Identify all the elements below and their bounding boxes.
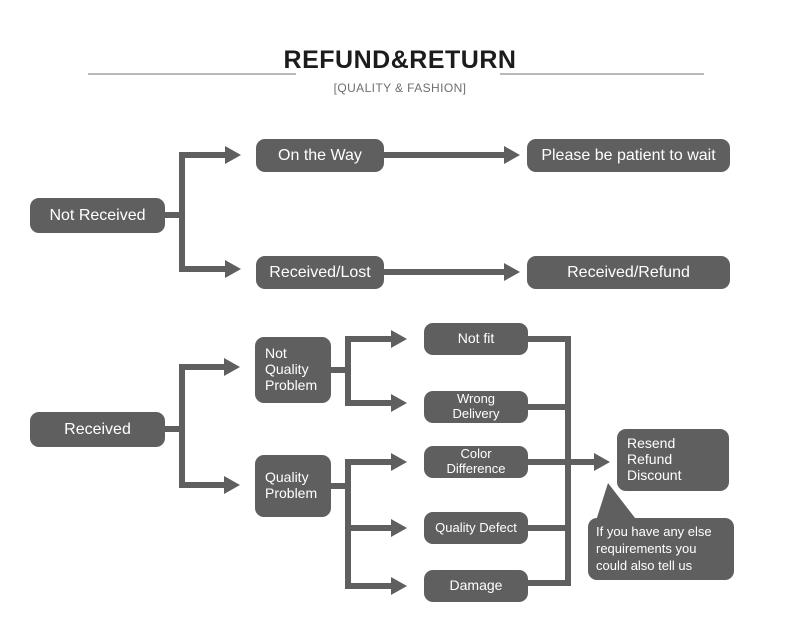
connector-quality-spine — [345, 459, 351, 583]
node-please-be-patient: Please be patient to wait — [527, 139, 730, 172]
callout-note: If you have any else requirements you co… — [588, 518, 734, 580]
arrowhead-to-quality-defect — [391, 519, 407, 537]
page-subtitle: [QUALITY & FASHION] — [333, 81, 467, 95]
connector-merge-wrong-delivery — [526, 404, 571, 410]
connector-received-stub — [163, 426, 185, 432]
connector-merge-quality-defect — [526, 525, 571, 531]
node-not-received: Not Received — [30, 198, 165, 233]
arrowhead-to-resolution — [594, 453, 610, 471]
connector-quality-arm-2 — [345, 525, 393, 531]
connector-quality-arm-1 — [345, 459, 393, 465]
arrowhead-to-damage — [391, 577, 407, 595]
arrowhead-to-wrong-delivery — [391, 394, 407, 412]
arrowhead-to-not-fit — [391, 330, 407, 348]
connector-not-quality-arm-1 — [345, 336, 393, 342]
arrowhead-to-on-the-way — [225, 146, 241, 164]
node-not-quality-problem: Not Quality Problem — [255, 337, 331, 403]
node-color-difference: Color Difference — [424, 446, 528, 478]
node-not-fit: Not fit — [424, 323, 528, 355]
node-on-the-way: On the Way — [256, 139, 384, 172]
connector-not-received-spine — [179, 152, 185, 272]
connector-merge-not-fit — [526, 336, 571, 342]
connector-merge-damage — [526, 580, 571, 586]
arrowhead-to-received-refund — [504, 263, 520, 281]
connector-not-received-stub — [163, 212, 185, 218]
arrowhead-to-color-difference — [391, 453, 407, 471]
connector-on-the-way-to-result — [384, 152, 508, 158]
connector-received-lost-to-result — [384, 269, 508, 275]
node-received: Received — [30, 412, 165, 447]
header-rule-right — [500, 73, 704, 75]
node-quality-defect: Quality Defect — [424, 512, 528, 544]
arrowhead-to-not-quality-problem — [224, 358, 240, 376]
node-resolution: Resend Refund Discount — [617, 429, 729, 491]
node-received-refund: Received/Refund — [527, 256, 730, 289]
connector-quality-stub — [329, 483, 349, 489]
node-damage: Damage — [424, 570, 528, 602]
connector-not-quality-spine — [345, 336, 351, 406]
connector-received-arm-top — [179, 364, 226, 370]
connector-not-received-arm-top — [179, 152, 227, 158]
connector-merge-color-difference — [526, 459, 571, 465]
connector-not-quality-arm-2 — [345, 400, 393, 406]
connector-received-arm-bottom — [179, 482, 226, 488]
connector-not-received-arm-bottom — [179, 266, 227, 272]
connector-received-spine — [179, 364, 185, 488]
node-received-lost: Received/Lost — [256, 256, 384, 289]
connector-quality-arm-3 — [345, 583, 393, 589]
arrowhead-to-patient-wait — [504, 146, 520, 164]
node-wrong-delivery: Wrong Delivery — [424, 391, 528, 423]
page-title: REFUND&RETURN — [283, 46, 517, 74]
connector-not-quality-stub — [329, 367, 349, 373]
connector-bus-to-resolution — [565, 459, 597, 465]
header-rule-left — [88, 73, 296, 75]
arrowhead-to-received-lost — [225, 260, 241, 278]
node-quality-problem: Quality Problem — [255, 455, 331, 517]
arrowhead-to-quality-problem — [224, 476, 240, 494]
